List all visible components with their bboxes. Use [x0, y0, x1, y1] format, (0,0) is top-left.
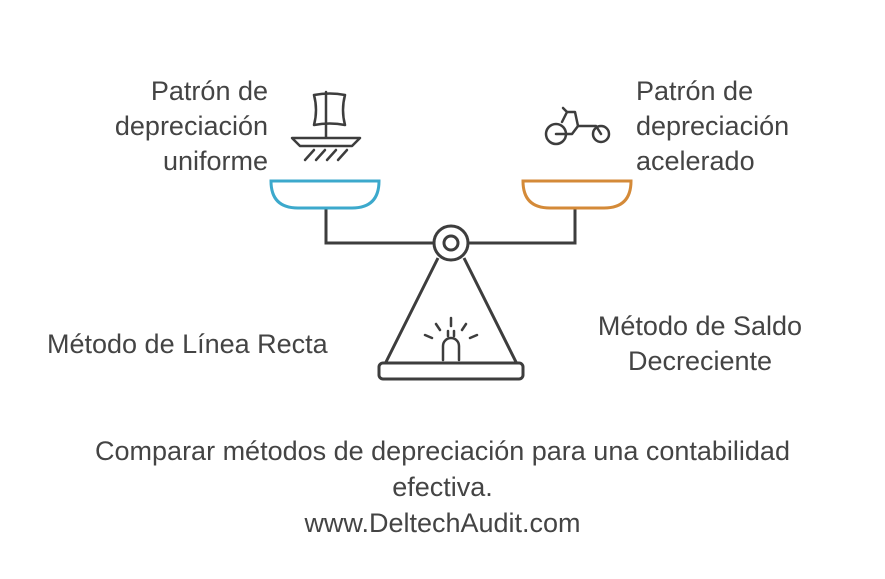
- right-pan-label-line: depreciación: [636, 111, 790, 141]
- caption-line: efectiva.: [392, 472, 493, 502]
- scale-beam: [324, 207, 577, 245]
- lamp-icon: [423, 316, 479, 362]
- right-method-label-line: Decreciente: [627, 346, 773, 376]
- left-pan: [269, 179, 381, 210]
- left-pan-label-line: depreciación: [114, 111, 268, 141]
- left-pan-label: Patrón de depreciación uniforme: [115, 74, 268, 179]
- scale-base: [377, 361, 525, 381]
- right-pan: [521, 179, 633, 210]
- right-method-label: Método de Saldo Decreciente: [587, 309, 813, 379]
- recumbent-bike-icon: [544, 106, 611, 146]
- right-pan-label-line: acelerado: [636, 146, 755, 176]
- left-pan-label-line: uniforme: [162, 146, 268, 176]
- caption: Comparar métodos de depreciación para un…: [0, 433, 885, 541]
- scale-pivot-center: [442, 234, 460, 252]
- left-method-label: Método de Línea Recta: [47, 329, 328, 359]
- right-pan-label-line: Patrón de: [636, 76, 754, 106]
- caption-line: Comparar métodos de depreciación para un…: [95, 436, 790, 466]
- right-method-label-line: Método de Saldo: [597, 311, 803, 341]
- caption-url: www.DeltechAudit.com: [304, 508, 581, 538]
- scale-stand: [383, 257, 519, 365]
- sailing-ship-icon: [290, 90, 362, 162]
- right-pan-label: Patrón de depreciación acelerado: [636, 74, 789, 179]
- left-pan-label-line: Patrón de: [150, 76, 268, 106]
